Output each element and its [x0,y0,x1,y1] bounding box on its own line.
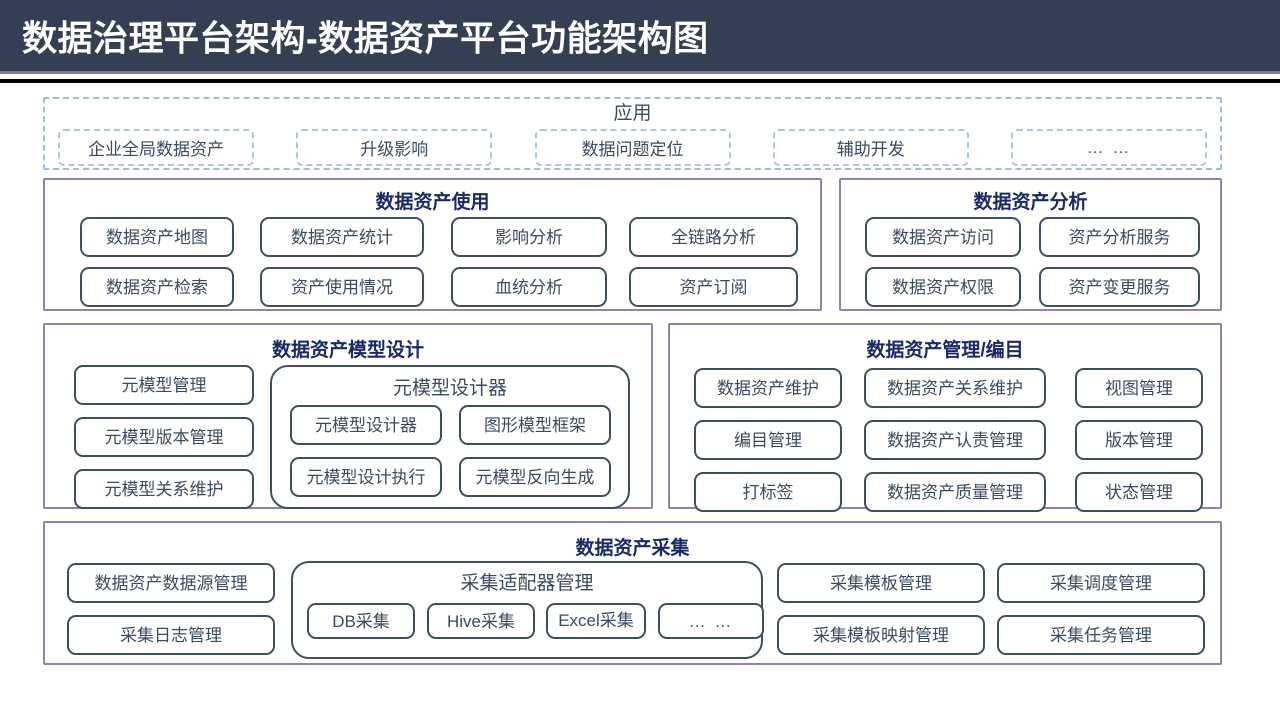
cell-data-asset-relation-maintenance[interactable]: 数据资产关系维护 [864,368,1046,408]
cell-asset-subscription[interactable]: 资产订阅 [629,267,798,307]
cell-metamodel-version-management[interactable]: 元模型版本管理 [74,417,254,457]
application-zone-title: 应用 [613,103,652,124]
panel-data-asset-usage: 数据资产使用 数据资产地图 数据资产统计 影响分析 全链路分析 数据资产检索 资… [43,178,822,311]
cell-impact-analysis[interactable]: 影响分析 [451,217,607,257]
cell-data-asset-quality-management[interactable]: 数据资产质量管理 [864,472,1046,512]
application-item-list: 企业全局数据资产 升级影响 数据问题定位 辅助开发 … … [45,129,1220,167]
subgroup-collection-adapter-management: 采集适配器管理 DB采集 Hive采集 Excel采集 … … [291,561,764,659]
cell-db-collection[interactable]: DB采集 [307,603,415,639]
application-item-enterprise-assets[interactable]: 企业全局数据资产 [58,129,254,166]
panel-title-data-asset-model-design: 数据资产模型设计 [271,340,424,361]
cell-data-asset-source-management[interactable]: 数据资产数据源管理 [67,563,275,603]
cell-hive-collection[interactable]: Hive采集 [427,603,535,639]
panel-data-asset-collection: 数据资产采集 数据资产数据源管理 采集日志管理 采集适配器管理 DB采集 Hiv… [43,521,1222,665]
cell-excel-collection[interactable]: Excel采集 [546,603,646,639]
application-item-data-issue-locating[interactable]: 数据问题定位 [534,129,731,166]
panel-title-data-asset-management-catalog: 数据资产管理/编目 [866,340,1024,361]
application-item-assisted-development[interactable]: 辅助开发 [772,129,969,166]
cell-data-asset-maintenance[interactable]: 数据资产维护 [694,368,842,408]
header-underline-dark [0,79,1280,83]
cell-metamodel-relation-maintain[interactable]: 元模型关系维护 [74,469,254,509]
subgroup-metamodel-designer: 元模型设计器 元模型设计器 图形模型框架 元模型设计执行 元模型反向生成 [270,365,630,509]
cell-tagging[interactable]: 打标签 [694,472,842,512]
panel-title-data-asset-analysis: 数据资产分析 [973,192,1088,213]
cell-lineage-analysis[interactable]: 血统分析 [451,267,607,307]
cell-data-asset-statistics[interactable]: 数据资产统计 [260,217,424,257]
cell-asset-change-service[interactable]: 资产变更服务 [1039,267,1200,307]
panel-data-asset-model-design: 数据资产模型设计 元模型管理 元模型版本管理 元模型关系维护 元模型设计器 元模… [43,323,653,509]
panel-data-asset-management-catalog: 数据资产管理/编目 数据资产维护 编目管理 打标签 数据资产关系维护 数据资产认… [668,323,1222,512]
cell-catalog-management[interactable]: 编目管理 [694,420,842,460]
panel-data-asset-analysis: 数据资产分析 数据资产访问 资产分析服务 数据资产权限 资产变更服务 [839,178,1222,311]
cell-collection-schedule-management[interactable]: 采集调度管理 [997,563,1205,603]
cell-collection-more[interactable]: … … [658,603,764,639]
cell-metamodel-reverse-generate[interactable]: 元模型反向生成 [459,457,611,497]
cell-collection-task-management[interactable]: 采集任务管理 [997,615,1205,655]
cell-data-asset-access[interactable]: 数据资产访问 [865,217,1021,257]
cell-asset-analysis-service[interactable]: 资产分析服务 [1039,217,1200,257]
cell-data-asset-permission[interactable]: 数据资产权限 [865,267,1021,307]
cell-collection-log-management[interactable]: 采集日志管理 [67,615,275,655]
cell-data-asset-accountability[interactable]: 数据资产认责管理 [864,420,1046,460]
cell-data-asset-map[interactable]: 数据资产地图 [80,217,234,257]
application-zone: 应用 企业全局数据资产 升级影响 数据问题定位 辅助开发 … … [43,97,1222,170]
cell-collection-template-management[interactable]: 采集模板管理 [777,563,985,603]
subgroup-title-metamodel-designer: 元模型设计器 [392,378,507,399]
panel-title-data-asset-usage: 数据资产使用 [375,192,490,213]
cell-metamodel-management[interactable]: 元模型管理 [74,365,254,405]
subgroup-title-collection-adapter-management: 采集适配器管理 [460,573,594,594]
cell-asset-usage-status[interactable]: 资产使用情况 [260,267,424,307]
cell-full-link-analysis[interactable]: 全链路分析 [629,217,798,257]
cell-data-asset-search[interactable]: 数据资产检索 [80,267,234,307]
application-item-more[interactable]: … … [1011,129,1207,166]
cell-status-management[interactable]: 状态管理 [1075,472,1203,512]
cell-view-management[interactable]: 视图管理 [1075,368,1203,408]
header-underline-light [0,71,1280,74]
cell-collection-template-mapping[interactable]: 采集模板映射管理 [777,615,985,655]
page-title: 数据治理平台架构-数据资产平台功能架构图 [22,19,709,58]
panel-title-data-asset-collection: 数据资产采集 [575,538,690,559]
cell-graphical-model-framework[interactable]: 图形模型框架 [459,405,611,445]
header-bar: 数据治理平台架构-数据资产平台功能架构图 [0,0,1280,71]
cell-metamodel-designer[interactable]: 元模型设计器 [290,405,442,445]
application-item-upgrade-impact[interactable]: 升级影响 [296,129,493,166]
cell-version-management[interactable]: 版本管理 [1075,420,1203,460]
cell-metamodel-design-execute[interactable]: 元模型设计执行 [290,457,442,497]
